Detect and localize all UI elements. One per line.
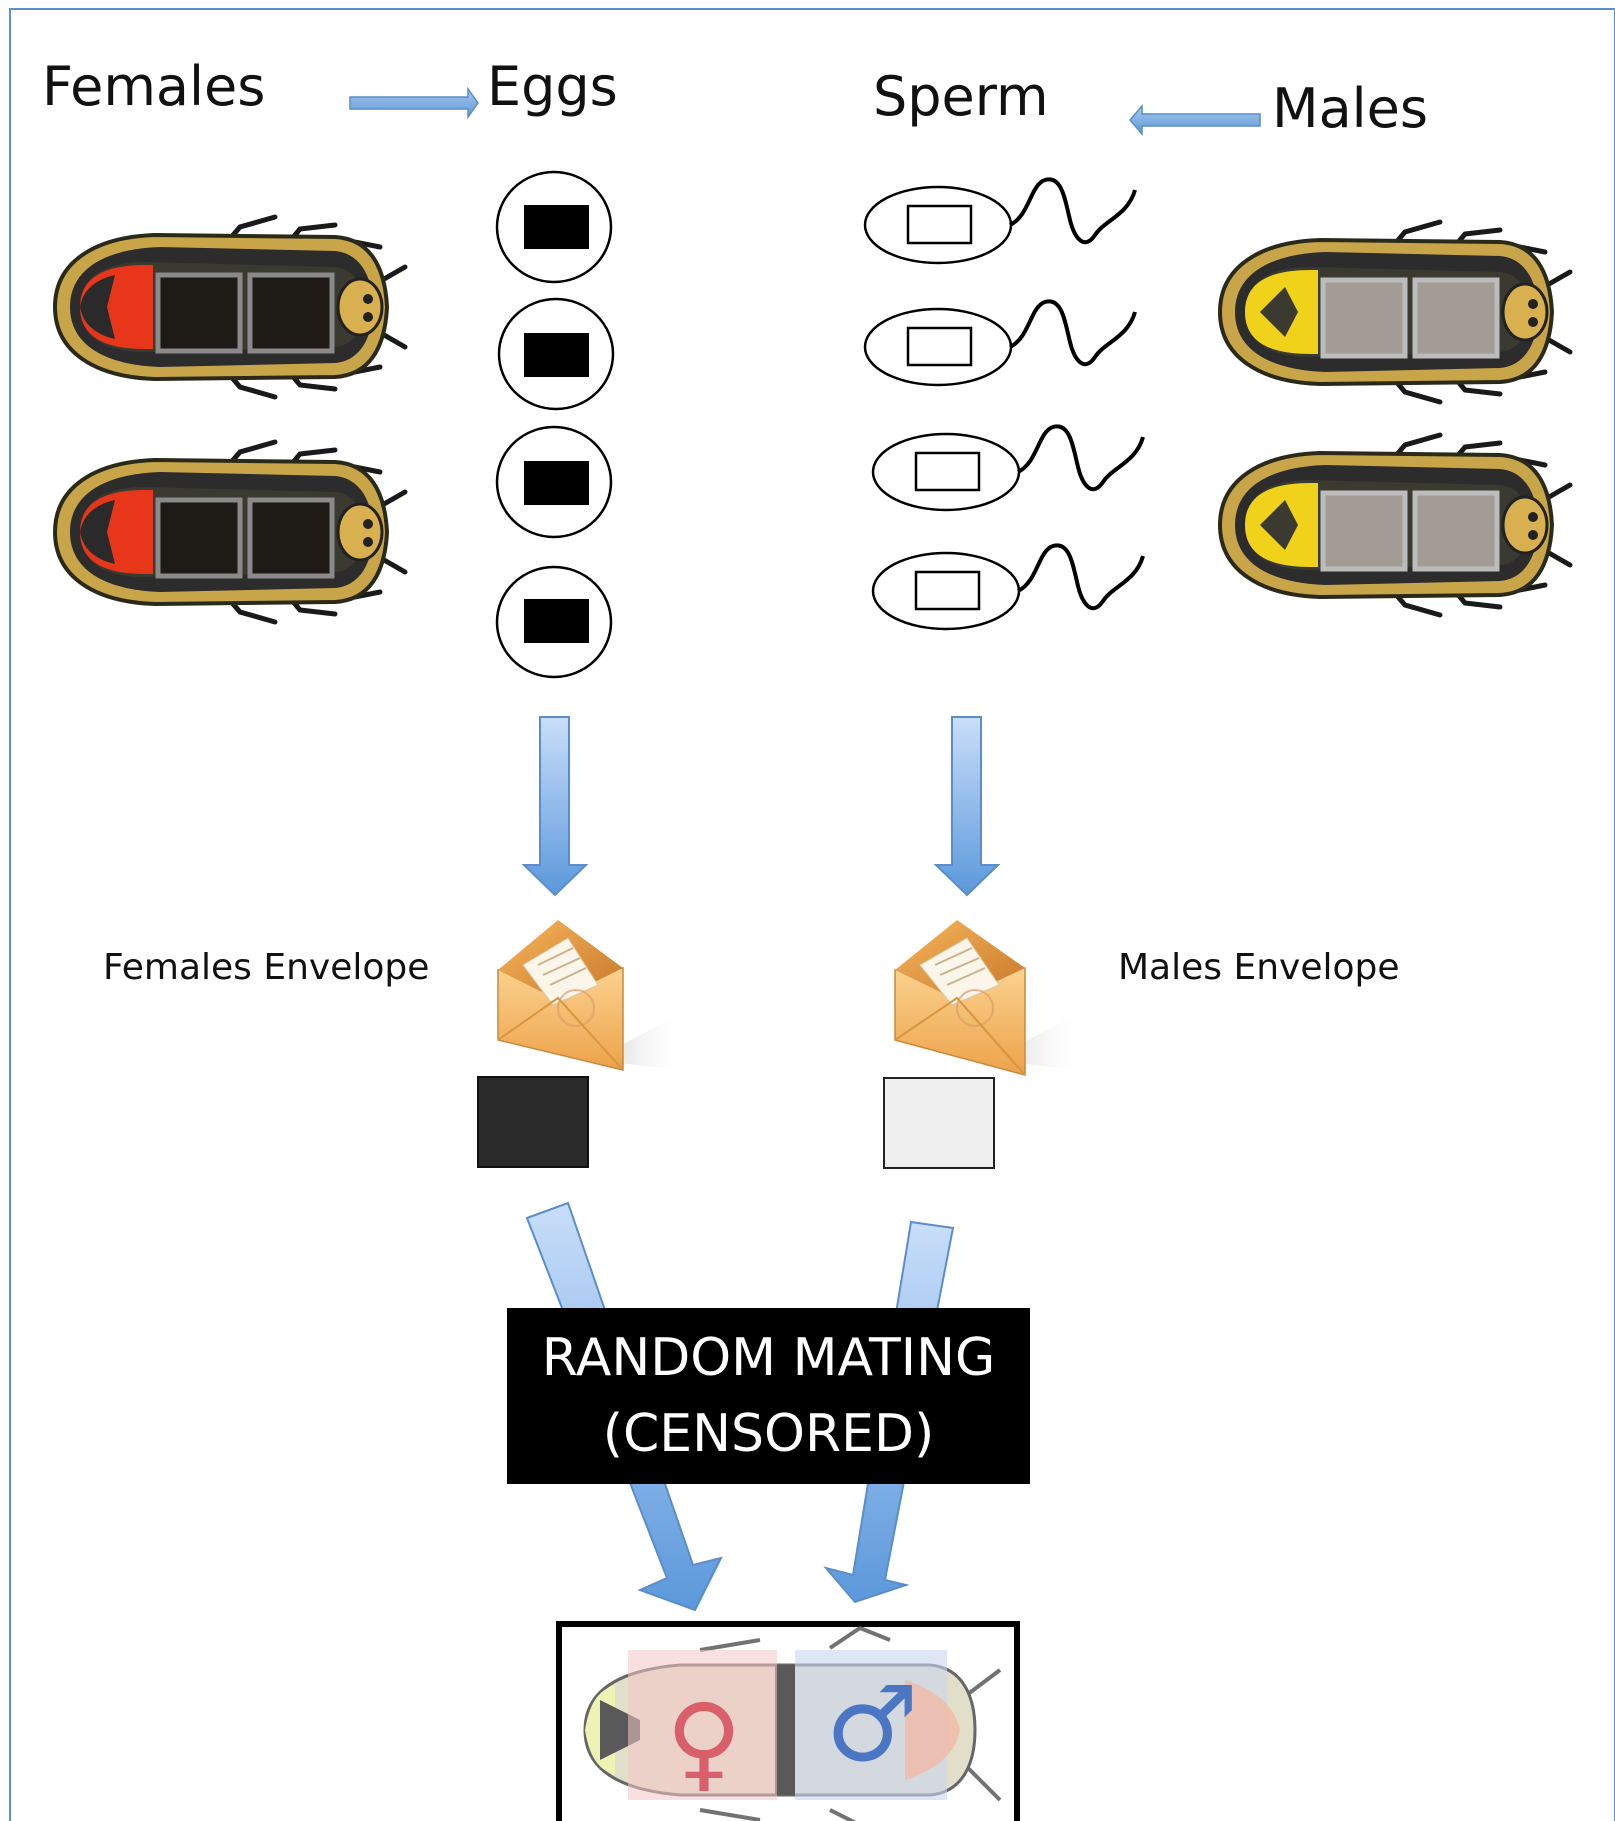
sperm-3 bbox=[871, 424, 1145, 512]
arrow-eggs-to-envelope bbox=[521, 716, 589, 897]
male-firefly-2 bbox=[1220, 435, 1570, 615]
female-half-overlay bbox=[628, 1650, 777, 1800]
arrow-males-to-sperm bbox=[1129, 103, 1261, 137]
male-firefly-1 bbox=[1220, 222, 1570, 402]
arrow-sperm-to-envelope bbox=[933, 716, 1001, 897]
label-males: Males bbox=[1272, 77, 1429, 140]
sperm-1 bbox=[863, 177, 1137, 265]
male-symbol-icon: ♂ bbox=[825, 1663, 918, 1785]
males-envelope-icon bbox=[894, 920, 1085, 1076]
arrow-females-to-eggs bbox=[349, 86, 479, 120]
label-males-envelope: Males Envelope bbox=[1118, 947, 1400, 988]
egg-3 bbox=[495, 425, 613, 539]
label-females-envelope: Females Envelope bbox=[103, 947, 430, 988]
egg-2 bbox=[497, 297, 615, 411]
sperm-2 bbox=[863, 299, 1137, 387]
egg-4 bbox=[495, 565, 613, 679]
label-eggs: Eggs bbox=[487, 55, 618, 118]
label-sperm: Sperm bbox=[873, 65, 1049, 128]
censor-line-2: (CENSORED) bbox=[602, 1404, 935, 1464]
egg-1 bbox=[495, 170, 613, 284]
male-allele-card bbox=[883, 1077, 995, 1169]
female-firefly-2 bbox=[55, 442, 405, 622]
female-firefly-1 bbox=[55, 217, 405, 397]
female-symbol-icon: ♀ bbox=[666, 1681, 742, 1803]
sperm-4 bbox=[871, 543, 1145, 631]
female-allele-card bbox=[477, 1076, 589, 1168]
diagram-border bbox=[9, 8, 1615, 1821]
females-envelope-icon bbox=[497, 920, 688, 1071]
label-females: Females bbox=[42, 55, 266, 118]
censor-line-1: RANDOM MATING bbox=[541, 1328, 996, 1388]
offspring-box bbox=[556, 1621, 1020, 1821]
random-mating-censor-box: RANDOM MATING (CENSORED) bbox=[507, 1308, 1030, 1484]
